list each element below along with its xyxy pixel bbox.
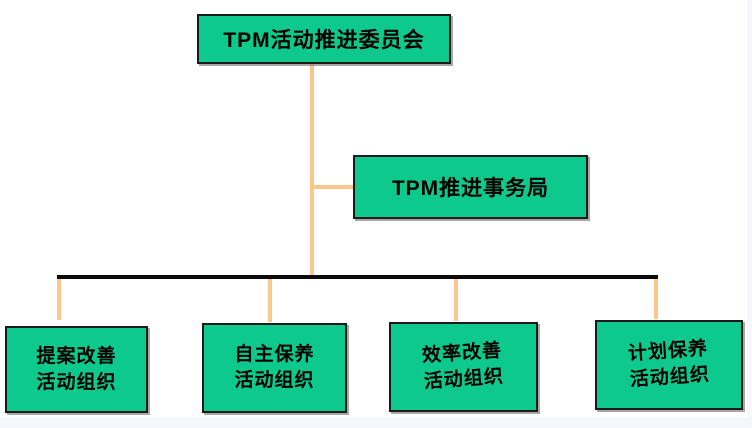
node-label: 提案改善 活动组织 xyxy=(36,345,117,393)
connector-branch-to-office xyxy=(310,185,355,189)
node-label: TPM活动推进委员会 xyxy=(223,29,425,52)
node-proposal-improvement: 提案改善 活动组织 xyxy=(5,326,148,413)
connector-drop-2 xyxy=(268,279,272,322)
node-efficiency-improvement: 效率改善 活动组织 xyxy=(389,322,538,412)
org-chart-canvas: TPM活动推进委员会 TPM推进事务局 提案改善 活动组织 自主保养 活动组织 … xyxy=(0,0,747,417)
connector-bus-horizontal xyxy=(57,275,658,279)
connector-drop-3 xyxy=(454,279,458,321)
node-planned-maintenance: 计划保养 活动组织 xyxy=(595,320,743,410)
connector-drop-4 xyxy=(654,279,658,319)
node-label: 自主保养 活动组织 xyxy=(234,344,315,391)
connector-drop-1 xyxy=(57,279,61,320)
node-label: 效率改善 活动组织 xyxy=(421,340,506,393)
connector-trunk-vertical xyxy=(310,64,314,277)
node-autonomous-maintenance: 自主保养 活动组织 xyxy=(202,323,347,413)
node-tpm-office: TPM推进事务局 xyxy=(353,155,588,219)
node-label: TPM推进事务局 xyxy=(391,177,550,200)
node-tpm-committee: TPM活动推进委员会 xyxy=(197,14,451,64)
node-label: 计划保养 活动组织 xyxy=(627,338,711,391)
